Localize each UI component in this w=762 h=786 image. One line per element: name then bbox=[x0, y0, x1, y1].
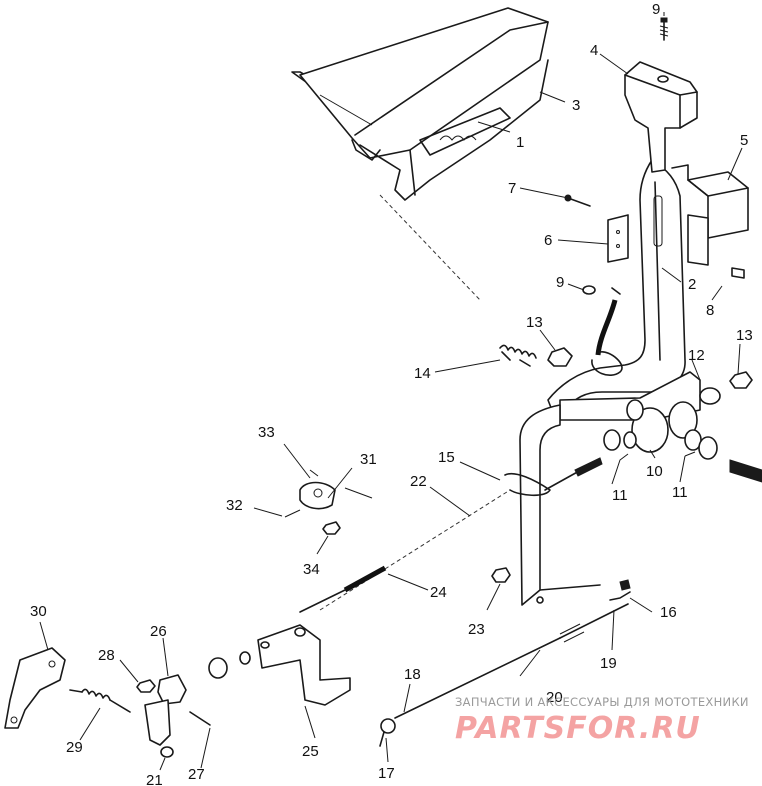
callout-27: 27 bbox=[188, 766, 205, 783]
nut-28 bbox=[136, 679, 156, 693]
callout-21: 21 bbox=[146, 772, 163, 786]
callout-19: 19 bbox=[600, 655, 617, 672]
callout-8: 8 bbox=[706, 302, 714, 319]
callout-9-mid: 9 bbox=[556, 274, 564, 291]
callout-1: 1 bbox=[516, 134, 524, 151]
cable-20 bbox=[379, 579, 631, 747]
callout-13-left: 13 bbox=[526, 314, 543, 331]
spring-14 bbox=[499, 344, 537, 367]
callout-33: 33 bbox=[258, 424, 275, 441]
watermark-text: ЗАПЧАСТИ И АКСЕССУАРЫ ДЛЯ МОТОТЕХНИКИ bbox=[455, 695, 749, 709]
callout-14: 14 bbox=[414, 365, 431, 382]
callout-numbers: 1 2 3 4 5 6 7 8 9 9 10 11 11 11 12 13 13… bbox=[30, 1, 753, 786]
bushing bbox=[208, 657, 228, 679]
bracket-30 bbox=[4, 647, 66, 729]
rod-loop bbox=[591, 351, 623, 376]
nut-34 bbox=[322, 521, 341, 535]
bracket-25 bbox=[257, 624, 351, 706]
washer bbox=[239, 651, 251, 665]
callout-5: 5 bbox=[740, 132, 748, 149]
brake-lever bbox=[504, 404, 603, 606]
bracket-5 bbox=[671, 164, 749, 266]
watermark: ЗАПЧАСТИ И АКСЕССУАРЫ ДЛЯ МОТОТЕХНИКИ PA… bbox=[455, 695, 749, 746]
callout-11-a: 11 bbox=[612, 487, 628, 504]
callout-2: 2 bbox=[688, 276, 696, 293]
plate-6 bbox=[607, 214, 629, 263]
callout-6: 6 bbox=[544, 232, 552, 249]
callout-12: 12 bbox=[688, 347, 705, 364]
callout-24: 24 bbox=[430, 584, 447, 601]
pedal-pad bbox=[624, 61, 698, 173]
watermark-logo: PARTSFOR.RU bbox=[455, 711, 701, 746]
callout-23: 23 bbox=[468, 621, 485, 638]
leader-dashed-frame bbox=[379, 194, 481, 301]
callout-3: 3 bbox=[572, 97, 580, 114]
callout-34: 34 bbox=[303, 561, 320, 578]
spring-29 bbox=[69, 688, 131, 713]
callout-9-top: 9 bbox=[652, 1, 660, 18]
callout-25: 25 bbox=[302, 743, 319, 760]
pin-32 bbox=[284, 509, 301, 518]
threaded-rod-24 bbox=[299, 565, 387, 613]
part-31 bbox=[299, 481, 336, 510]
pivot-shaft bbox=[559, 371, 762, 483]
screw-7 bbox=[564, 194, 591, 207]
callout-30: 30 bbox=[30, 603, 47, 620]
nut-21 bbox=[160, 746, 174, 758]
nut-9 bbox=[582, 285, 621, 295]
callout-11-b: 11 bbox=[672, 484, 688, 501]
callout-7: 7 bbox=[508, 180, 516, 197]
nut-23 bbox=[491, 567, 511, 583]
callout-28: 28 bbox=[98, 647, 115, 664]
screw-top bbox=[659, 17, 669, 41]
callout-17: 17 bbox=[378, 765, 395, 782]
nut-13-left bbox=[547, 347, 573, 367]
callout-31: 31 bbox=[360, 451, 377, 468]
block-26 bbox=[144, 674, 211, 746]
callout-20: 20 bbox=[546, 689, 563, 706]
pin-8 bbox=[731, 267, 745, 279]
callout-29: 29 bbox=[66, 739, 83, 756]
callout-4: 4 bbox=[590, 42, 598, 59]
footrest-frame bbox=[291, 7, 549, 201]
rod-22 bbox=[319, 489, 511, 611]
brake-rod bbox=[595, 299, 618, 356]
callout-10: 10 bbox=[646, 463, 663, 480]
callout-15: 15 bbox=[438, 449, 455, 466]
callout-26: 26 bbox=[150, 623, 167, 640]
callout-18: 18 bbox=[404, 666, 421, 683]
callout-13-right: 13 bbox=[736, 327, 753, 344]
callout-16: 16 bbox=[660, 604, 677, 621]
leader-lines bbox=[39, 12, 743, 771]
callout-22: 22 bbox=[410, 473, 427, 490]
callout-32: 32 bbox=[226, 497, 243, 514]
